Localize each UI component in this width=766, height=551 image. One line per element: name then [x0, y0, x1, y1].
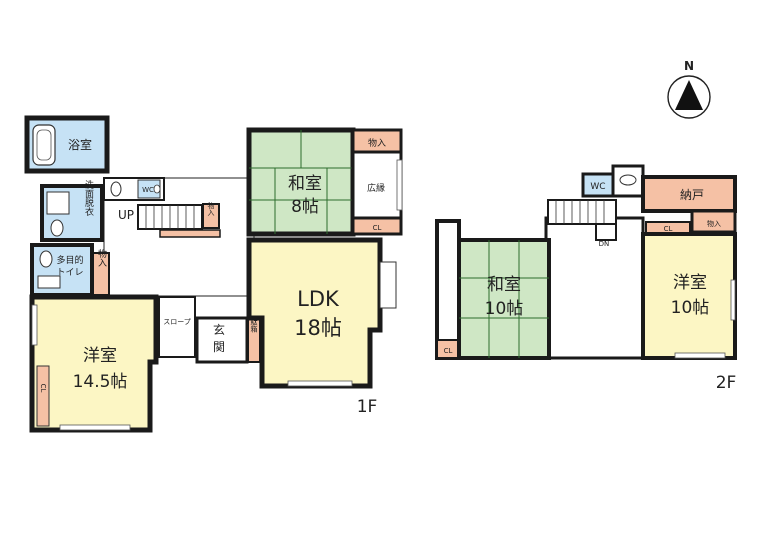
compass-north-label: N [684, 59, 694, 73]
storeroom: 納戸 物入 CL [641, 175, 737, 235]
wc-2f: WC [581, 164, 645, 198]
shoe-box-label: 下駄箱 [250, 312, 258, 334]
japanese-1f-size: 8帖 [291, 197, 319, 217]
slope-label: スロープ [163, 318, 191, 326]
western-2f-window [674, 352, 726, 359]
japanese-2f-name: 和室 [487, 275, 521, 295]
stair-closet-area [202, 203, 220, 229]
wc-1f-urinal-icon [153, 184, 161, 194]
ldk-window [287, 380, 353, 387]
basin-icon [37, 275, 61, 289]
western-1f-window [59, 424, 131, 431]
engawa-area [351, 150, 403, 220]
stairs-1f: UP [118, 204, 203, 230]
bathtub-icon [32, 124, 56, 166]
japanese-1f-name: 和室 [288, 174, 322, 194]
second-floor: WC DN CL 和室 10帖 [435, 164, 737, 393]
engawa-block: 物入 広縁 CL [351, 128, 403, 236]
stair-closet: 物入 [202, 201, 220, 229]
entrance-label-2: 関 [213, 340, 225, 354]
north-arrow-icon [675, 80, 703, 110]
western-2f-side-window [730, 279, 736, 321]
western-room-2f-area [641, 232, 737, 360]
bathroom: 浴室 [24, 115, 110, 174]
washroom-label: 洗面脱衣 [83, 179, 94, 217]
japanese-cl-label: CL [373, 224, 382, 232]
wc-1f-toilet-icon [110, 181, 122, 197]
storeroom-closet-label: 物入 [707, 219, 721, 228]
multi-toilet-label-1: 多目的 [56, 254, 83, 266]
wc-2f-label: WC [590, 182, 605, 192]
toilet-closet-label: 物入 [96, 248, 107, 267]
wc-1f-label: WC [142, 186, 154, 194]
ldk-name: LDK [297, 287, 340, 311]
second-floor-label: 2F [716, 373, 737, 393]
washing-machine-icon [46, 191, 70, 215]
western-room-2f: 洋室 10帖 [641, 232, 737, 360]
toilet-closet: 物入 [92, 248, 110, 296]
western-1f-size: 14.5帖 [73, 372, 128, 392]
ldk-area [246, 237, 383, 389]
multi-toilet-label-2: トイレ [56, 268, 83, 278]
slope: スロープ [158, 296, 196, 358]
japanese-room-2f: CL 和室 10帖 [435, 219, 551, 360]
stairs-2f-area [547, 199, 617, 225]
wc-1f: WC [103, 177, 165, 201]
japanese-closet-label: 物入 [368, 137, 386, 149]
entrance: 玄 関 下駄箱 [195, 312, 261, 364]
engawa-label: 広縁 [367, 182, 385, 194]
sink-icon [50, 219, 64, 237]
stairs-up-label: UP [118, 208, 134, 222]
japanese-room-2f-area [457, 238, 551, 360]
western-1f-cl-label: CL [39, 384, 47, 393]
first-floor-label: 1F [357, 397, 378, 417]
engawa-window [396, 159, 403, 211]
storeroom-area [641, 175, 737, 213]
entrance-label-1: 玄 [213, 322, 225, 337]
western-1f-side-window [31, 304, 38, 346]
japanese-room-1f: 和室 8帖 [246, 127, 356, 237]
multipurpose-toilet: 多目的 トイレ [30, 243, 94, 297]
japanese-cl [351, 216, 403, 236]
entrance-area [195, 316, 249, 364]
japanese-2f-veranda [435, 219, 461, 360]
western-1f-closet [36, 365, 50, 427]
western-room-1f: CL 洋室 14.5帖 [29, 294, 159, 433]
hall-shelf [159, 229, 221, 238]
toilet-icon [39, 250, 53, 268]
western-2f-name: 洋室 [673, 273, 707, 293]
storeroom-label: 納戸 [680, 188, 704, 202]
western-room-1f-area [29, 294, 159, 433]
slope-area [158, 296, 196, 358]
washroom: 洗面脱衣 [40, 179, 104, 242]
japanese-2f-size: 10帖 [485, 299, 524, 319]
western-1f-name: 洋室 [83, 346, 117, 366]
first-floor: 浴室 洗面脱衣 多目的 トイレ 物入 WC [24, 115, 403, 433]
stair-closet-label: 物入 [207, 201, 215, 216]
western-2f-size: 10帖 [671, 298, 710, 318]
wc-2f-toilet-icon [619, 174, 637, 186]
compass: N [667, 59, 711, 119]
hall-2f [544, 216, 645, 360]
stairs-down-label: DN [599, 240, 610, 248]
ldk: LDK 18帖 [246, 237, 397, 389]
storeroom-cl-label: CL [664, 225, 673, 233]
ldk-size: 18帖 [294, 316, 342, 340]
kitchen-counter [379, 261, 397, 309]
stairs-2f: DN [547, 199, 617, 248]
bath-label: 浴室 [68, 137, 92, 152]
japanese-2f-cl-label: CL [444, 347, 453, 355]
